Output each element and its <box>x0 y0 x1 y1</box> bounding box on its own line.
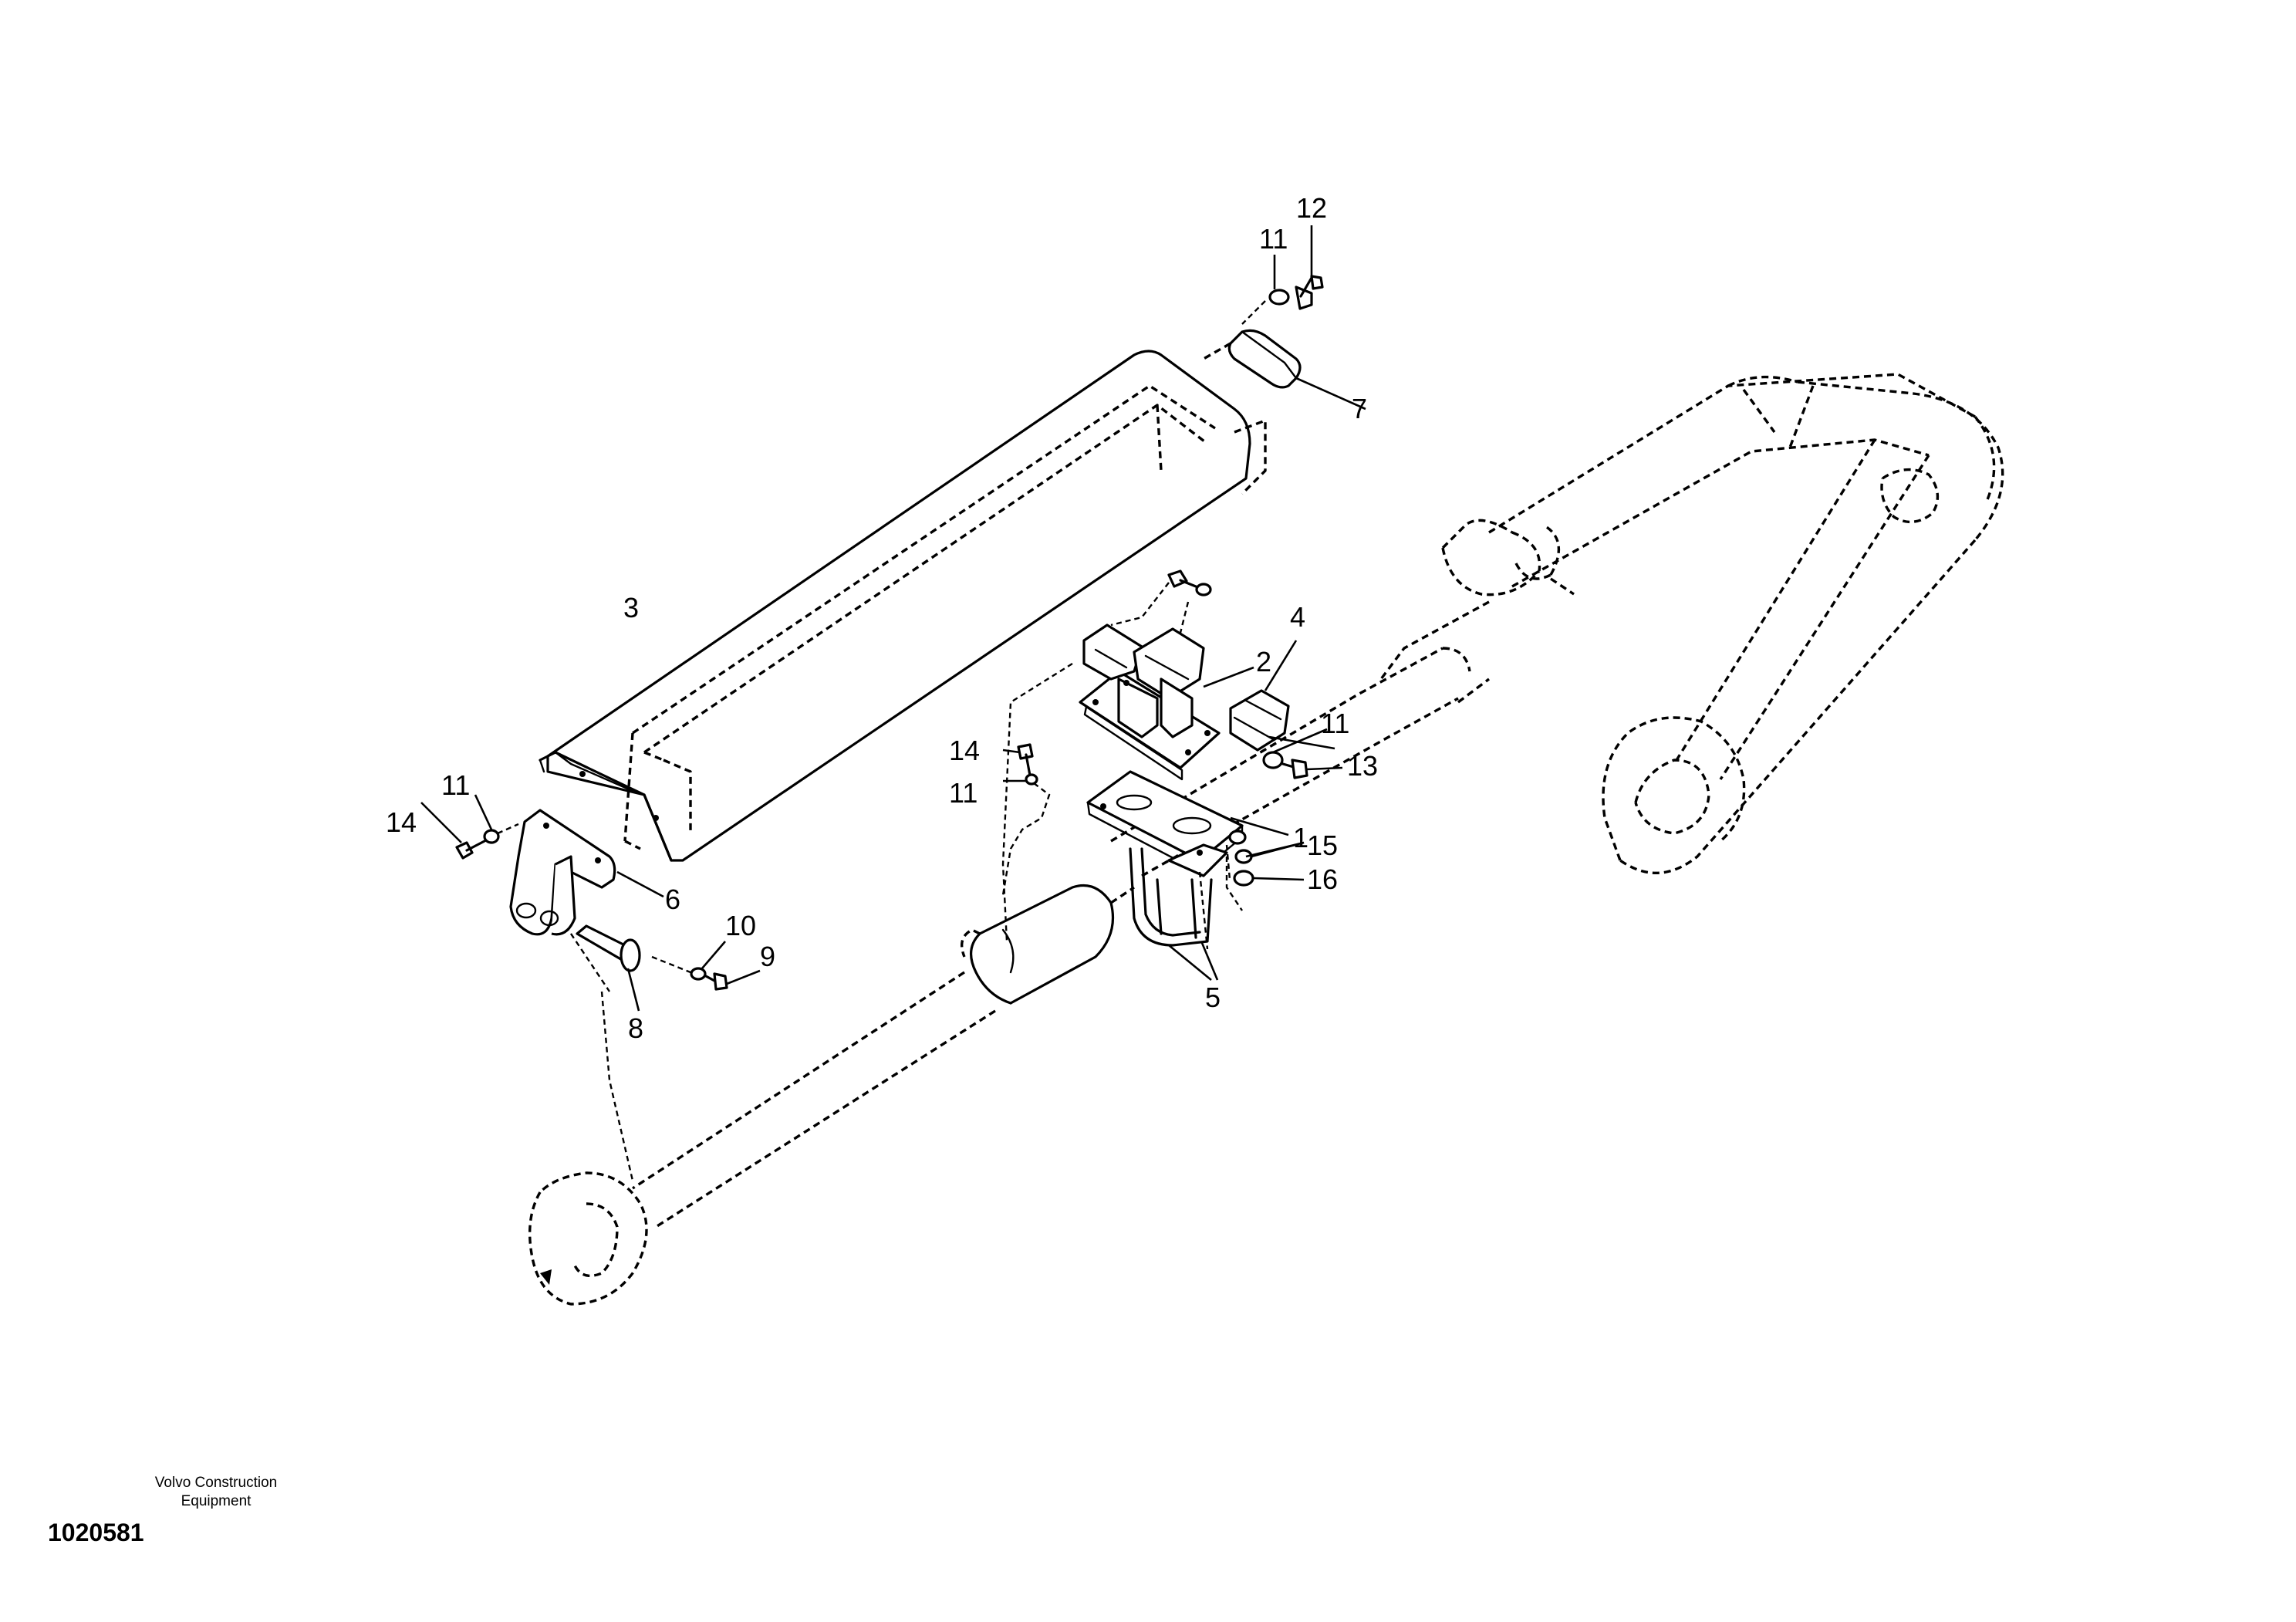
company-name: Volvo Construction Equipment <box>116 1474 316 1511</box>
end-cap <box>1203 329 1366 411</box>
label-6: 6 <box>665 884 680 915</box>
clamp-block <box>1229 640 1335 752</box>
label-2: 2 <box>1256 646 1271 678</box>
label-5: 5 <box>1205 982 1221 1013</box>
label-11-top: 11 <box>1259 223 1288 255</box>
label-7: 7 <box>1352 393 1367 424</box>
base-plate <box>1086 770 1289 950</box>
label-16: 16 <box>1307 863 1338 895</box>
bolt-left <box>420 794 519 860</box>
label-15: 15 <box>1307 830 1338 861</box>
company-name-line-1: Volvo Construction <box>154 1475 278 1491</box>
u-bolt <box>1129 847 1219 982</box>
label-12: 12 <box>1296 192 1327 224</box>
label-1: 1 <box>1293 822 1308 853</box>
nut-stack <box>1225 830 1305 887</box>
pin <box>576 924 761 1012</box>
label-9: 9 <box>760 941 775 972</box>
label-14-left: 14 <box>386 806 417 838</box>
clamp-bracket <box>1079 582 1254 781</box>
label-13: 13 <box>1347 750 1378 782</box>
bolt-center <box>1001 662 1073 942</box>
label-8: 8 <box>628 1012 643 1044</box>
bracket-bolt <box>1167 569 1212 596</box>
bolt-top <box>1241 225 1324 325</box>
label-14-center: 14 <box>949 735 980 766</box>
figure-number: 1020581 <box>48 1519 144 1546</box>
boom-arm-outline <box>1379 373 2004 875</box>
part-labels: 1 2 3 4 5 6 7 8 9 10 11 11 11 11 12 13 1… <box>386 192 1378 1044</box>
label-4: 4 <box>1290 601 1305 633</box>
company-name-line-2: Equipment <box>181 1493 252 1509</box>
label-3: 3 <box>623 592 639 623</box>
bolt-right <box>1262 728 1343 779</box>
label-11-right: 11 <box>1321 708 1349 739</box>
bracket <box>509 809 664 936</box>
label-11-left: 11 <box>441 769 470 801</box>
cylinder-base-end <box>528 910 648 1306</box>
hose-guard-cover <box>539 350 1267 862</box>
label-11-center: 11 <box>949 777 977 809</box>
label-10: 10 <box>725 910 756 941</box>
